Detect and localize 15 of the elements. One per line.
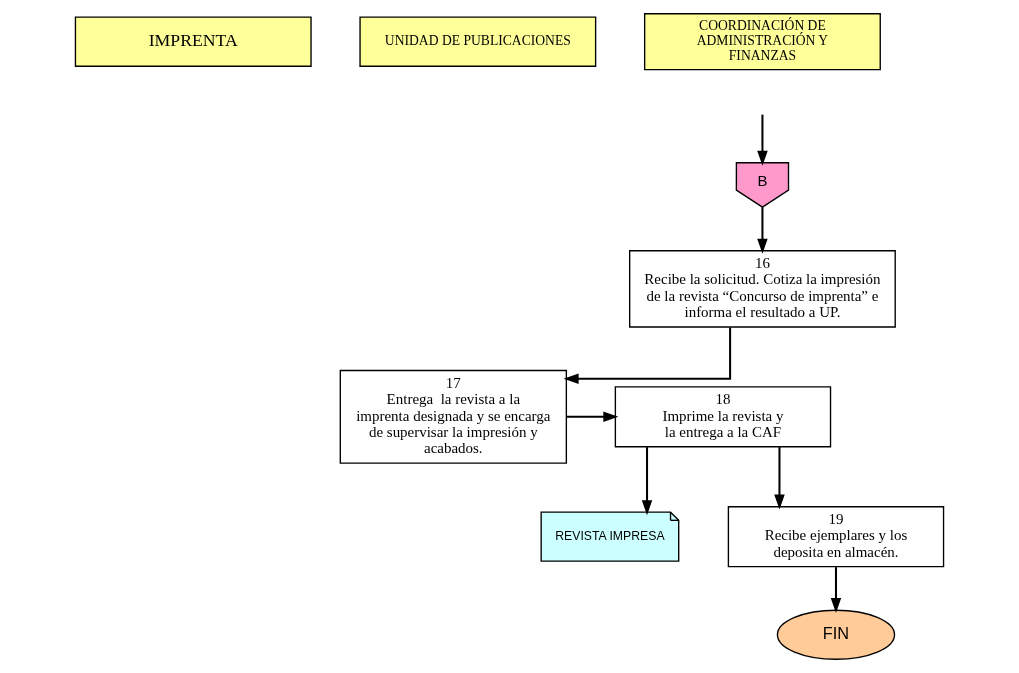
node-box: 16 Recibe la solicitud. Cotiza la impresión de la revista “Concurso de imprenta” e informa el resultado a UP. <box>629 250 896 328</box>
arrow <box>566 411 619 423</box>
node-box: UNIDAD DE PUBLICACIONES <box>359 16 597 67</box>
arrow <box>757 207 768 254</box>
node-box: 18 Imprime la revista y la entrega a la CAF <box>614 386 832 448</box>
node-box: 19 Recibe ejemplares y los deposita en almacén. <box>727 506 945 568</box>
node-box: COORDINACIÓN DE ADMINISTRACIÓN Y FINANZAS <box>643 13 881 71</box>
node-box: 17 Entrega la revista a la imprenta designada y se encarga de supervisar la impresión y acabados. <box>339 369 568 464</box>
arrow <box>830 567 842 613</box>
arrow <box>757 114 768 166</box>
arrow <box>641 447 653 516</box>
node-box: IMPRENTA <box>74 16 312 67</box>
node-ellipse: FIN <box>776 609 896 660</box>
arrow <box>774 447 785 510</box>
arrow <box>563 327 732 384</box>
